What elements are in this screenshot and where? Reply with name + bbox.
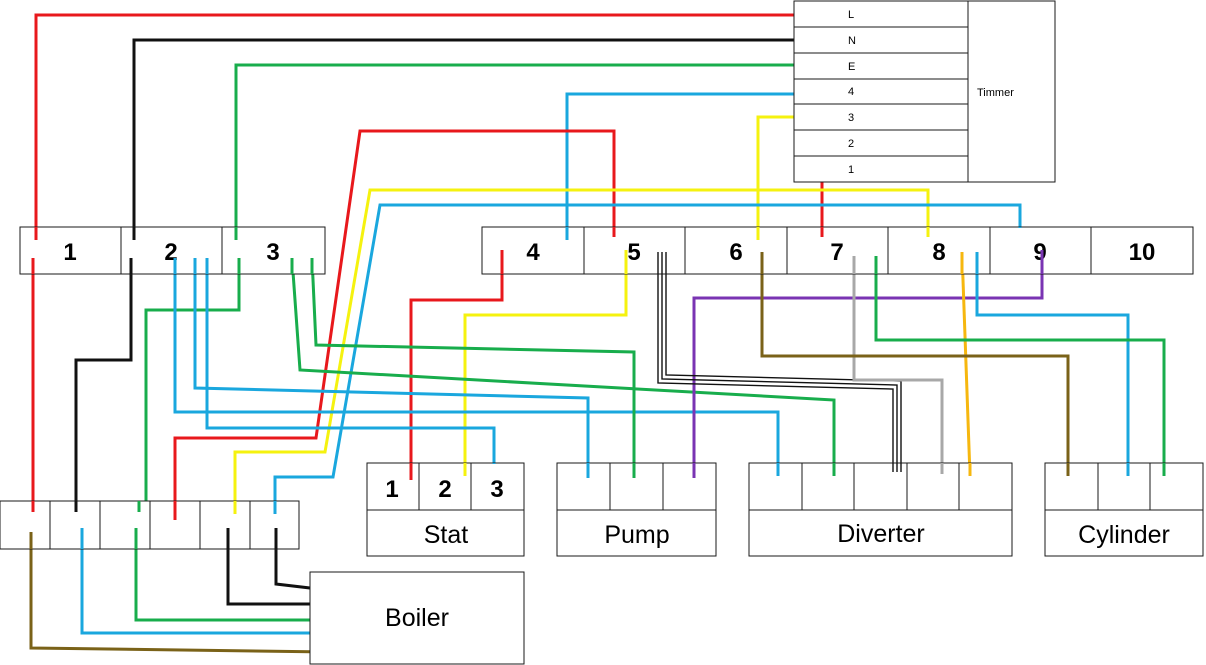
wire-yellow-strip8: [233, 188, 930, 514]
stat: 1 2 3 Stat: [366, 462, 525, 557]
terminal-label: 6: [729, 239, 742, 266]
wire-blue-strip9: [273, 203, 1022, 514]
wire-black-double-a: [657, 252, 894, 472]
boiler-label: Boiler: [385, 604, 449, 632]
wire-black-boiler-a: [226, 528, 326, 606]
terminal-label: 7: [830, 239, 843, 266]
wire-green-boiler: [134, 528, 320, 622]
wire-red-stat1: [409, 258, 504, 480]
timer-box: [793, 0, 1056, 183]
wire-green-pump: [310, 257, 636, 478]
terminal-label: 9: [1033, 239, 1046, 266]
wire-brown-cylinder: [760, 252, 1070, 476]
stat-pin-label: 3: [490, 476, 503, 503]
wire-brown-boiler: [29, 532, 331, 654]
wire-green-diverter: [290, 257, 836, 476]
terminal-label: 8: [932, 239, 945, 266]
wires: [29, 13, 1166, 654]
wire-blue-stat3: [205, 258, 496, 464]
wire-red-live: [31, 13, 808, 512]
pump-label: Pump: [604, 521, 669, 549]
wire-purple-pump: [692, 250, 1044, 478]
wire-yellow-stat2: [463, 258, 628, 476]
cylinder: Cylinder: [1044, 462, 1204, 557]
terminal-label: 1: [63, 239, 76, 266]
terminal-label: 5: [627, 239, 640, 266]
boiler-terminal-block: [0, 500, 300, 550]
pump: Pump: [556, 462, 717, 557]
timer: L N E 4 3 2 1 Timmer: [793, 0, 1056, 183]
stat-label: Stat: [424, 521, 469, 549]
timer-pin-label: 3: [848, 112, 854, 124]
wire-orange-diverter: [960, 251, 972, 477]
wire-red-switched: [173, 129, 616, 520]
terminal-strip-left: 1 2 3: [19, 226, 326, 275]
wire-blue-pump: [193, 258, 590, 478]
wire-blue-diverter: [173, 258, 780, 476]
timer-pin-label: 1: [848, 164, 854, 176]
wire-black-neutral: [74, 38, 808, 512]
wire-blue-boiler: [80, 528, 322, 635]
wire-green-earth: [144, 63, 808, 512]
timer-pin-label: 4: [848, 86, 854, 98]
terminal-strip-right: 4 5 6 7 8 9 10: [481, 226, 1194, 275]
timer-label: Timmer: [977, 87, 1014, 99]
terminal-label: 3: [266, 239, 279, 266]
wire-black-double-b: [661, 252, 898, 472]
timer-pin-label: 2: [848, 138, 854, 150]
boiler: Boiler: [309, 571, 525, 665]
stat-pin-label: 1: [385, 476, 398, 503]
cylinder-label: Cylinder: [1078, 521, 1170, 549]
wire-black-double-c: [665, 252, 902, 472]
terminal-label: 4: [526, 239, 540, 266]
diverter: Diverter: [748, 462, 1013, 557]
wire-stubs: [29, 227, 1166, 549]
wire-green-cylinder: [874, 256, 1166, 476]
timer-pin-label: L: [848, 9, 854, 21]
wire-blue-cylinder: [975, 252, 1130, 476]
diverter-label: Diverter: [837, 520, 925, 548]
wire-grey-diverter: [852, 256, 944, 474]
terminal-label: 10: [1129, 239, 1156, 266]
stat-pin-label: 2: [438, 476, 451, 503]
timer-pin-label: N: [848, 35, 856, 47]
timer-pin-label: E: [848, 61, 855, 73]
